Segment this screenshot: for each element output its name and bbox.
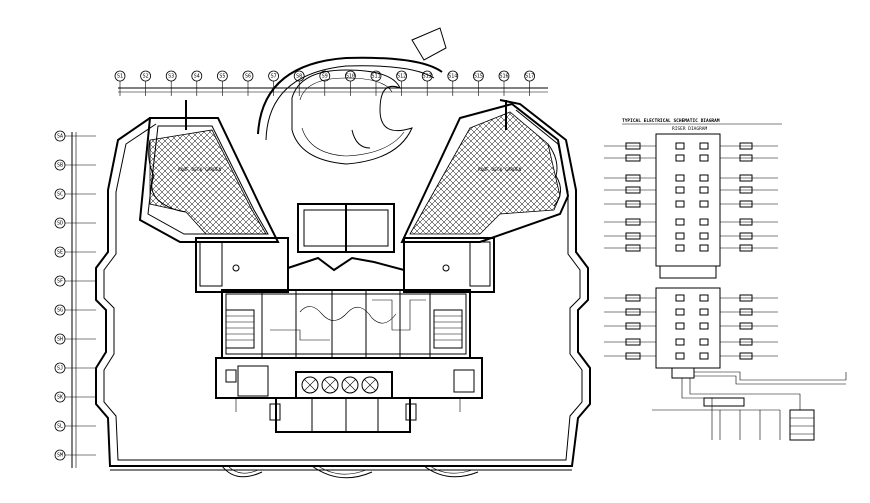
room-label-right: ROOF DECK GARDEN [478, 167, 522, 173]
grid-bubble-top: S14 [447, 70, 459, 96]
feeder-row [604, 322, 778, 330]
grid-tag-left: SE [57, 250, 63, 256]
grid-tag-top: S17 [525, 74, 534, 80]
grid-tag-top: S12 [397, 74, 406, 80]
grid-tag-top: S7 [271, 74, 277, 80]
feeder-row [604, 352, 778, 360]
grid-tag-left: SB [57, 163, 63, 169]
grid-bubble-top: S17 [524, 70, 535, 96]
grid-bubble-top: S1 [114, 70, 126, 96]
grid-bubble-top: S2 [140, 70, 152, 96]
upper-panel [655, 133, 721, 267]
grid-tag-top: S3 [168, 74, 174, 80]
grid-bubble-left: SC [54, 188, 96, 200]
right-wing: ROOF DECK GARDEN [400, 100, 570, 243]
grid-tag-left: SM [57, 453, 63, 459]
grid-bubble-top: S9 [319, 70, 331, 96]
grid-bubble-top: S3 [165, 70, 177, 96]
grid-tag-left: SA [57, 134, 63, 140]
atrium-curve [257, 27, 447, 165]
grid-bubble-left: SB [54, 159, 96, 171]
feeder-row [604, 154, 778, 162]
building-outline [95, 99, 591, 479]
lower-panel [655, 287, 721, 369]
left-grid-bubbles: SA SB SC SD SE SF SG SH SJ SK SL SM [54, 130, 96, 461]
grid-tag-left: SL [57, 424, 63, 430]
grid-tag-top: S4 [194, 74, 200, 80]
grid-tag-top: S5 [219, 74, 225, 80]
feeder-row [604, 338, 778, 346]
feeder-row [604, 142, 778, 150]
feeder-row [604, 308, 778, 316]
grid-bubble-top: S10 [344, 70, 356, 96]
service-core [195, 237, 495, 359]
stair-left [225, 309, 255, 349]
grid-tag-top: S15 [474, 74, 483, 80]
left-wing: ROOF DECK GARDEN [138, 100, 280, 243]
grid-bubble-top: S5 [216, 70, 228, 96]
grid-tag-top: S10 [346, 74, 355, 80]
grid-bubble-top: S6 [242, 70, 254, 96]
grid-tag-top: S6 [245, 74, 251, 80]
bottom-bus [652, 367, 847, 441]
room-label-left: ROOF DECK GARDEN [178, 167, 222, 173]
grid-tag-left: SH [57, 337, 63, 343]
top-grid-bubbles: S1 S2 S3 S4 S5 S6 S7 S8 S9 S10 S11 S12 S13 S14 S15 S16 S… [114, 70, 535, 96]
grid-bubble-left: SH [54, 333, 96, 345]
grid-tag-top: S9 [322, 74, 328, 80]
central-top-panel [297, 203, 395, 253]
grid-bubble-top: S16 [498, 70, 510, 96]
grid-bubble-top: S15 [472, 70, 484, 96]
grid-tag-left: SF [57, 279, 63, 285]
grid-bubble-left: SJ [54, 362, 96, 374]
grid-tag-left: SC [57, 192, 63, 198]
feeder-row [604, 218, 778, 226]
grid-tag-top: S2 [143, 74, 149, 80]
grid-tag-top: S13 [423, 74, 432, 80]
grid-bubble-left: SE [54, 246, 96, 258]
grid-tag-top: S16 [499, 74, 508, 80]
grid-tag-left: SG [57, 308, 63, 314]
grid-bubble-left: SG [54, 304, 96, 316]
grid-bubble-left: SL [54, 420, 96, 432]
grid-tag-top: S11 [371, 74, 380, 80]
feeder-row [604, 244, 778, 252]
feeder-row [604, 200, 778, 208]
feeder-row [604, 186, 778, 194]
lower-feeders [604, 294, 778, 360]
upper-feeders [604, 142, 778, 252]
schematic-subtitle: RISER DIAGRAM [672, 126, 708, 132]
grid-tag-left: SD [57, 221, 63, 227]
grid-bubble-left: SF [54, 275, 96, 287]
grid-tag-top: S14 [448, 74, 457, 80]
grid-bubble-top: S4 [191, 70, 203, 96]
grid-tag-top: S8 [296, 74, 302, 80]
grid-bubble-left: SM [54, 449, 96, 461]
stair-right [433, 309, 463, 349]
feeder-row [604, 294, 778, 302]
left-dimension-line [71, 132, 77, 468]
schematic-title: TYPICAL ELECTRICAL SCHEMATIC DIAGRAM [622, 118, 720, 124]
grid-tag-left: SJ [57, 366, 63, 372]
grid-bubble-left: SK [54, 391, 96, 403]
lower-core [215, 357, 483, 433]
feeder-row [604, 174, 778, 182]
feeder-row [604, 232, 778, 240]
electrical-schematic: TYPICAL ELECTRICAL SCHEMATIC DIAGRAM RIS… [604, 118, 847, 441]
grid-tag-top: S1 [117, 74, 123, 80]
top-dimension-line [118, 87, 548, 93]
grid-bubble-top: S12 [396, 70, 408, 96]
grid-tag-left: SK [57, 395, 63, 401]
grid-bubble-left: SD [54, 217, 96, 229]
grid-bubble-left: SA [54, 130, 96, 142]
